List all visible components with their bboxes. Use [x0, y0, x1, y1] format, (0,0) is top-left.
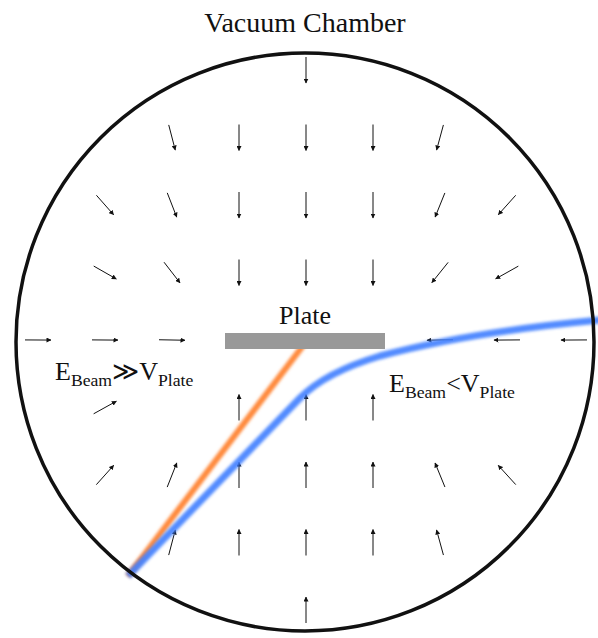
symbol-text: E: [55, 357, 71, 386]
field-arrow: [239, 395, 240, 421]
plate: Plate: [225, 333, 385, 349]
beam-condition-label: EBeam<VPlate: [386, 368, 518, 403]
plate-body: [225, 333, 385, 349]
symbol-text: ≫: [112, 357, 139, 386]
field-arrow: [306, 192, 307, 218]
field-arrow: [432, 262, 448, 282]
field-arrow: [169, 125, 176, 150]
field-arrow: [306, 125, 307, 151]
field-arrow: [437, 125, 444, 150]
field-arrow: [373, 462, 374, 488]
field-arrows: [25, 57, 587, 623]
field-arrow: [498, 195, 515, 214]
chamber-outline: [14, 51, 596, 633]
field-arrow: [373, 530, 374, 556]
blue-beam: [128, 320, 598, 576]
vacuum-chamber: Vacuum ChamberPlate: [14, 51, 596, 633]
subscript-text: Plate: [480, 382, 515, 402]
field-arrow: [92, 339, 118, 340]
symbol-text: V: [139, 357, 158, 386]
field-arrow: [159, 339, 185, 340]
field-arrow: [435, 463, 445, 487]
field-arrow: [94, 401, 117, 414]
field-arrow: [239, 125, 240, 151]
symbol-text: V: [461, 369, 480, 398]
symbol-text: <: [446, 369, 461, 398]
field-arrow: [373, 125, 374, 151]
field-arrow: [239, 530, 240, 556]
field-arrow: [96, 465, 113, 484]
orange-beam: [128, 343, 305, 576]
field-arrow: [306, 530, 307, 556]
field-arrow: [25, 339, 51, 340]
field-arrow: [164, 262, 180, 283]
chamber-wall: [16, 53, 594, 631]
symbol-text: E: [389, 369, 405, 398]
field-arrow: [561, 339, 587, 340]
beam-condition-label: EBeam≫VPlate: [52, 356, 196, 391]
field-arrow: [496, 266, 519, 279]
field-arrow: [435, 193, 445, 217]
subscript-text: Beam: [405, 382, 446, 402]
field-arrow: [306, 395, 307, 421]
field-arrow: [167, 193, 176, 217]
subscript-text: Beam: [71, 370, 112, 390]
field-arrow: [306, 462, 307, 488]
plate-label: Plate: [279, 302, 331, 331]
subscript-text: Plate: [158, 370, 193, 390]
field-arrow: [498, 465, 516, 484]
field-arrow: [306, 597, 307, 623]
field-arrow: [239, 192, 240, 218]
field-arrow: [306, 260, 307, 286]
field-arrow: [306, 57, 307, 83]
field-arrow: [96, 195, 113, 214]
field-arrow: [437, 530, 444, 555]
field-arrow: [373, 395, 374, 421]
field-arrow: [494, 339, 520, 340]
field-arrow: [94, 266, 117, 279]
field-arrow: [373, 260, 374, 286]
field-arrow: [167, 463, 177, 487]
vacuum-chamber-label: Vacuum Chamber: [204, 8, 405, 39]
field-arrow: [373, 192, 374, 218]
field-arrow: [239, 260, 240, 286]
